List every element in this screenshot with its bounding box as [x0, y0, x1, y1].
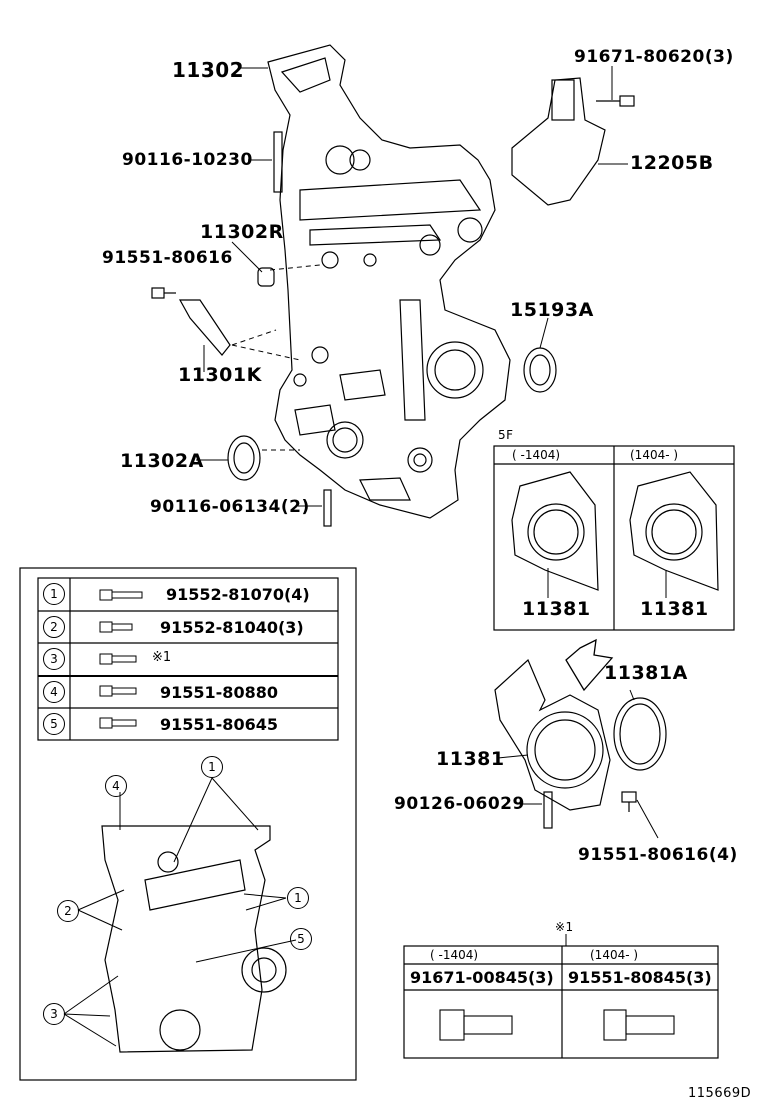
label-11301K: 11301K: [178, 364, 262, 386]
rear-seal-retainer: [494, 638, 667, 839]
label-11302R: 11302R: [200, 221, 284, 243]
legend-num-5: 5: [43, 713, 65, 735]
bolt-table-col2-part: 91551-80845(3): [568, 968, 712, 987]
legend-part-4: 91551-80880: [160, 683, 278, 702]
legend-num-1: 1: [43, 583, 65, 605]
legend-num-2: 2: [43, 616, 65, 638]
label-5f: 5F: [498, 428, 514, 442]
label-11302: 11302: [172, 58, 245, 82]
legend-part-3: ※1: [152, 650, 172, 665]
bolt-table-frame: [403, 934, 719, 1059]
label-91671-80620: 91671-80620(3): [574, 47, 734, 67]
seal-table-col2-header: (1404- ): [630, 448, 679, 462]
label-mark1: ※1: [555, 920, 574, 934]
small-parts: [151, 77, 635, 527]
leader-lines: [196, 66, 628, 507]
callout-1-right: 1: [287, 887, 309, 909]
footer-drawing-code: 115669D: [688, 1086, 752, 1101]
legend-part-1: 91552-81070(4): [166, 585, 310, 604]
callout-3: 3: [43, 1003, 65, 1025]
timing-cover-drawing: [267, 44, 511, 519]
bolt-table-col1-range: ( -1404): [430, 948, 479, 962]
label-90116-06134: 90116-06134(2): [150, 497, 310, 517]
label-15193A: 15193A: [510, 299, 594, 321]
legend-part-5: 91551-80645: [160, 715, 278, 734]
label-90116-10230: 90116-10230: [122, 150, 253, 170]
label-12205B: 12205B: [630, 152, 714, 174]
bolt-table-col2-range: (1404- ): [590, 948, 639, 962]
callout-5: 5: [290, 928, 312, 950]
label-11381: 11381: [436, 748, 505, 770]
label-90126-06029: 90126-06029: [394, 794, 525, 814]
bolt-table-col1-part: 91671-00845(3): [410, 968, 554, 987]
callout-2: 2: [57, 900, 79, 922]
legend-num-4: 4: [43, 681, 65, 703]
seal-table-frame: [493, 445, 735, 631]
label-11381A: 11381A: [604, 662, 688, 684]
callout-4: 4: [105, 775, 127, 797]
legend-frame: [19, 567, 357, 1081]
label-11302A: 11302A: [120, 450, 204, 472]
callout-1-top: 1: [201, 756, 223, 778]
label-91551-80616: 91551-80616: [102, 248, 233, 268]
legend-num-3: 3: [43, 648, 65, 670]
legend-part-2: 91552-81040(3): [160, 618, 304, 637]
seal-table-col1-header: ( -1404): [512, 448, 561, 462]
label-91551-80616-4: 91551-80616(4): [578, 845, 738, 865]
label-11381-old: 11381: [522, 598, 591, 620]
label-11381-new: 11381: [640, 598, 709, 620]
